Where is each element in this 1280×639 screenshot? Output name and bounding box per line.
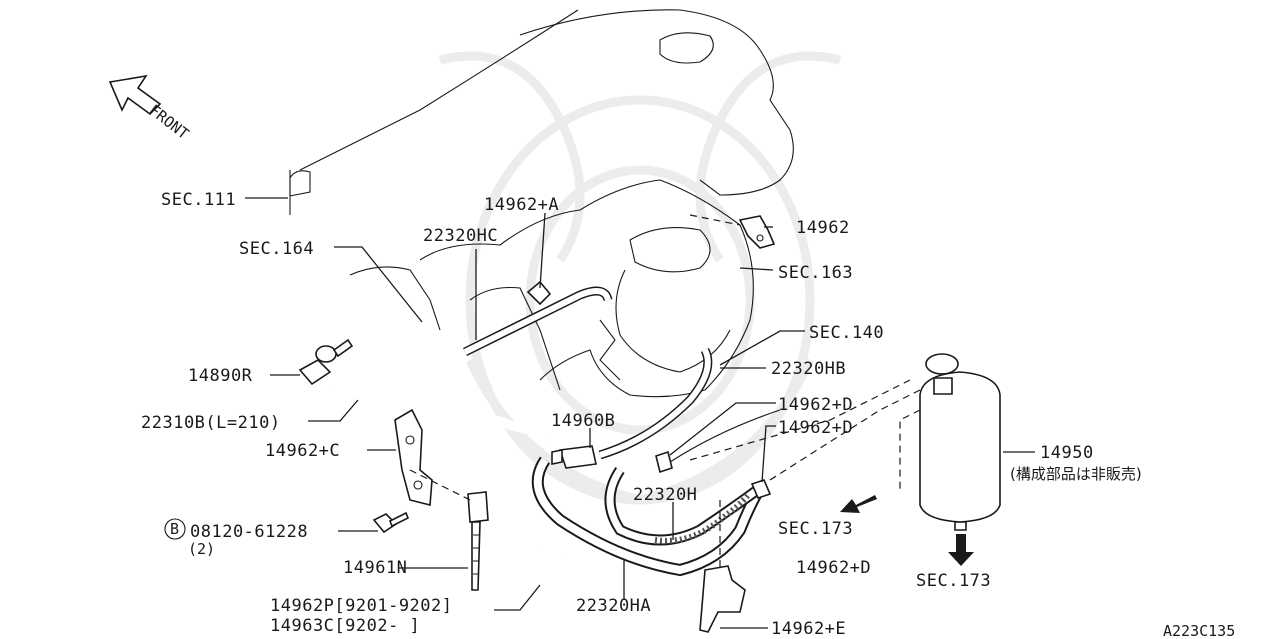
engine-outline <box>289 9 794 398</box>
label-22320ha: 22320HA <box>576 596 651 616</box>
label-14963c: 14963C[9202- ] <box>270 616 420 636</box>
bracket-14962 <box>738 215 776 249</box>
label-sec140: SEC.140 <box>809 323 884 343</box>
clip-14962d <box>655 450 772 499</box>
label-22310b: 22310B(L=210) <box>141 413 281 433</box>
bolt-circle-letter: B <box>170 520 179 538</box>
arrow-sec173-b-icon <box>948 534 974 566</box>
label-14950-note: (構成部品は非販売) <box>1010 465 1142 483</box>
label-14890r: 14890R <box>188 366 253 386</box>
label-sec111: SEC.111 <box>161 190 236 210</box>
label-14960b: 14960B <box>551 411 615 431</box>
label-sec163: SEC.163 <box>778 263 853 283</box>
connection-lines <box>409 214 921 570</box>
watermark-emblem <box>438 51 842 505</box>
label-sec164: SEC.164 <box>239 239 314 259</box>
label-14962d-2: 14962+D <box>778 418 853 438</box>
bracket-14962e <box>699 565 746 633</box>
bolt-icon <box>372 511 410 534</box>
label-14962e: 14962+E <box>771 619 846 639</box>
label-sec173-a: SEC.173 <box>778 519 853 539</box>
label-bolt-number: 08120-61228 <box>190 522 308 542</box>
label-14962p: 14962P[9201-9202] <box>270 596 453 616</box>
label-22320h: 22320H <box>633 485 697 505</box>
drawing-code: A223C135 <box>1163 622 1235 639</box>
leader-lines <box>245 197 1035 629</box>
bracket-14962c <box>394 408 433 507</box>
label-22320hc: 22320HC <box>423 226 498 246</box>
label-14962c: 14962+C <box>265 441 340 461</box>
fitting-14960b <box>551 445 597 469</box>
label-14962a: 14962+A <box>484 195 559 215</box>
label-14962d-3: 14962+D <box>796 558 871 578</box>
label-22320hb: 22320HB <box>771 359 846 379</box>
label-bolt-qty: (2) <box>188 540 215 558</box>
clamp-14962p <box>527 546 572 589</box>
label-14950: 14950 <box>1040 443 1094 463</box>
label-sec173-b: SEC.173 <box>916 571 991 591</box>
label-14962: 14962 <box>796 218 850 238</box>
valve-14890r <box>298 338 354 386</box>
label-14962d-1: 14962+D <box>778 395 853 415</box>
bolt-callout: B <box>164 518 186 540</box>
label-14961n: 14961N <box>343 558 407 578</box>
clip-14961n <box>467 491 489 591</box>
canister-14950 <box>919 353 1001 531</box>
clip-14962a <box>526 280 552 306</box>
front-label: FRONT <box>146 101 193 143</box>
hose-assembly <box>329 286 781 577</box>
arrow-sec173-a-icon <box>840 495 877 513</box>
front-arrow-icon <box>108 74 162 116</box>
